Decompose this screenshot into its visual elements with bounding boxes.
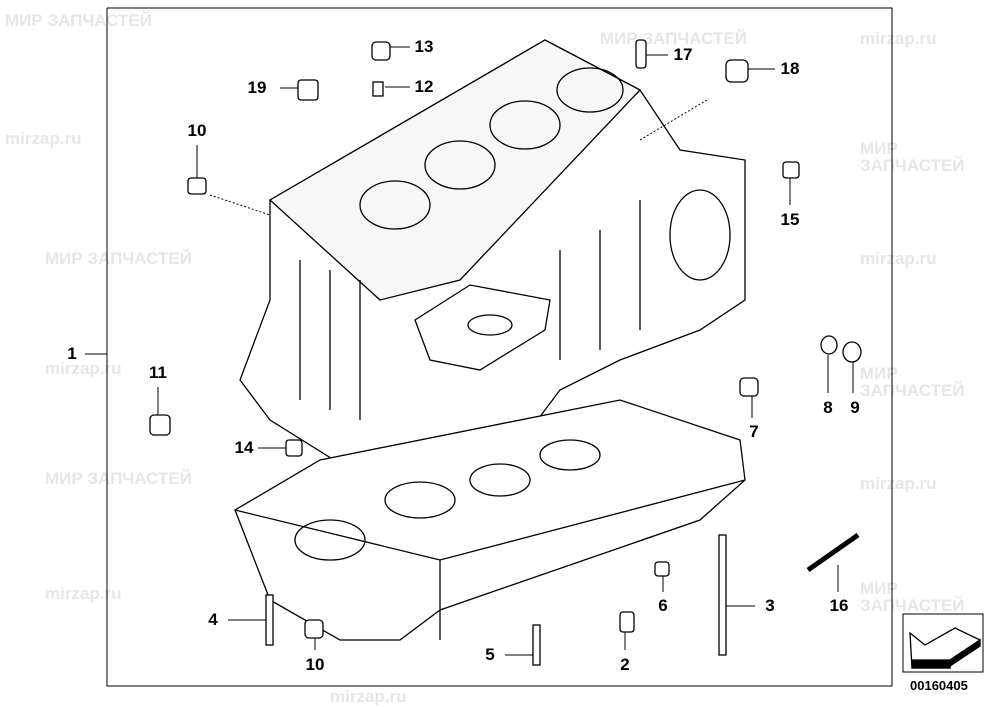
image-code: 00160405 xyxy=(910,678,968,693)
diagram-frame xyxy=(106,7,893,687)
cylinder-block xyxy=(239,39,746,471)
watermark: mirzap.ru xyxy=(860,249,937,268)
callout-3: 3 xyxy=(765,596,775,615)
callout-19: 19 xyxy=(247,78,267,97)
callout-5: 5 xyxy=(485,645,495,664)
callout-12: 12 xyxy=(414,77,434,96)
callout-18: 18 xyxy=(780,59,800,78)
orientation-arrow-icon xyxy=(902,613,984,673)
watermark: mirzap.ru xyxy=(330,687,407,706)
watermark: mirzap.ru xyxy=(5,129,82,148)
callout-6: 6 xyxy=(658,596,668,615)
callout-16: 16 xyxy=(829,596,849,615)
watermark: МИР ЗАПЧАСТЕЙ xyxy=(860,139,965,175)
callout-7: 7 xyxy=(749,422,759,441)
callout-13: 13 xyxy=(414,37,434,56)
watermark: МИР ЗАПЧАСТЕЙ xyxy=(45,469,192,488)
watermark: mirzap.ru xyxy=(45,584,122,603)
callout-17: 17 xyxy=(673,45,693,64)
watermark: МИР ЗАПЧАСТЕЙ xyxy=(860,579,965,615)
callout-2: 2 xyxy=(620,655,630,674)
watermark: mirzap.ru xyxy=(860,474,937,493)
callout-14: 14 xyxy=(234,438,254,457)
watermark: МИР ЗАПЧАСТЕЙ xyxy=(5,11,152,30)
watermark: mirzap.ru xyxy=(860,29,937,48)
watermark: МИР ЗАПЧАСТЕЙ xyxy=(860,364,965,400)
callout-10: 10 xyxy=(187,121,207,140)
callout-11: 11 xyxy=(149,363,167,382)
callout-15: 15 xyxy=(780,210,800,229)
leader-lines xyxy=(85,46,854,656)
callout-9: 9 xyxy=(850,398,860,417)
callout-10-lower: 10 xyxy=(305,655,325,674)
watermark: МИР ЗАПЧАСТЕЙ xyxy=(45,249,192,268)
callout-1: 1 xyxy=(67,344,77,363)
watermark: mirzap.ru xyxy=(45,359,122,378)
callout-8: 8 xyxy=(823,398,833,417)
callout-4: 4 xyxy=(208,610,218,629)
